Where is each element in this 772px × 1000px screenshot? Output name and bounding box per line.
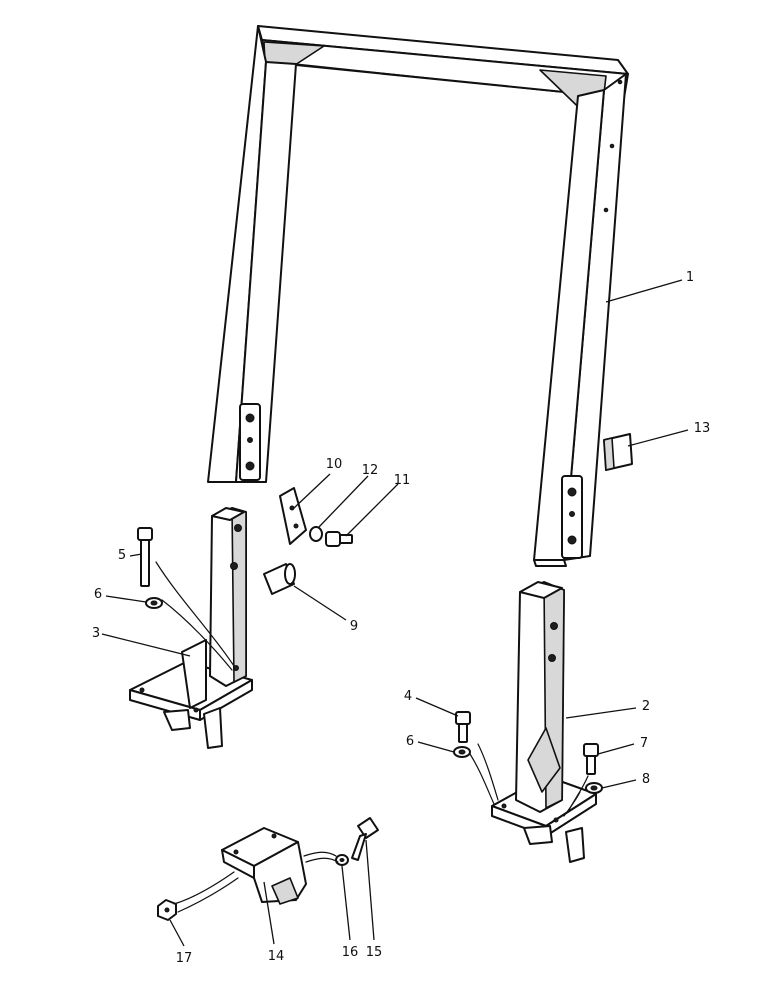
callout-14: 14	[268, 949, 285, 964]
callout-8: 8	[642, 772, 650, 787]
part-13-pad	[603, 433, 633, 471]
part-5-bolt	[137, 527, 153, 587]
callout-9: 9	[350, 619, 358, 634]
callout-10: 10	[326, 457, 343, 472]
callout-5: 5	[118, 548, 126, 563]
callout-3: 3	[92, 626, 100, 641]
callout-7: 7	[640, 736, 648, 751]
part-8-washer	[585, 782, 603, 794]
part-14-bracket	[221, 827, 307, 905]
callout-1: 1	[686, 270, 694, 285]
callout-11: 11	[394, 473, 411, 488]
callout-4: 4	[404, 689, 412, 704]
part-1-frame	[207, 25, 629, 567]
part-4-bolt	[455, 711, 471, 743]
assembly-guide-lines	[155, 561, 589, 913]
frame-holes	[245, 79, 623, 545]
part-9-bushing	[263, 563, 296, 595]
part-17-nut	[157, 899, 177, 921]
callout-15: 15	[366, 945, 383, 960]
callout-12: 12	[362, 463, 379, 478]
callout-labels: 1 2 3 4 5 6 6 7 8 9 10 11 12 13 14 15 16…	[92, 270, 710, 966]
callout-13: 13	[694, 421, 711, 436]
part-11-bolt	[325, 531, 353, 547]
part-6-washer-right	[453, 746, 471, 758]
callout-16: 16	[342, 945, 359, 960]
part-7-bolt	[583, 743, 599, 775]
part-10-plate	[279, 487, 307, 545]
part-15-bolt	[351, 817, 379, 861]
callout-leaders	[101, 279, 689, 947]
part-6-washer-left	[145, 597, 163, 609]
callout-17: 17	[176, 951, 193, 966]
part-3-left-post	[129, 507, 253, 749]
callout-6-left: 6	[94, 587, 102, 602]
part-12-washer	[309, 526, 323, 542]
callout-2: 2	[642, 699, 650, 714]
part-16-washer	[335, 854, 349, 866]
part-2-right-post	[491, 581, 597, 863]
callout-6-right: 6	[406, 734, 414, 749]
